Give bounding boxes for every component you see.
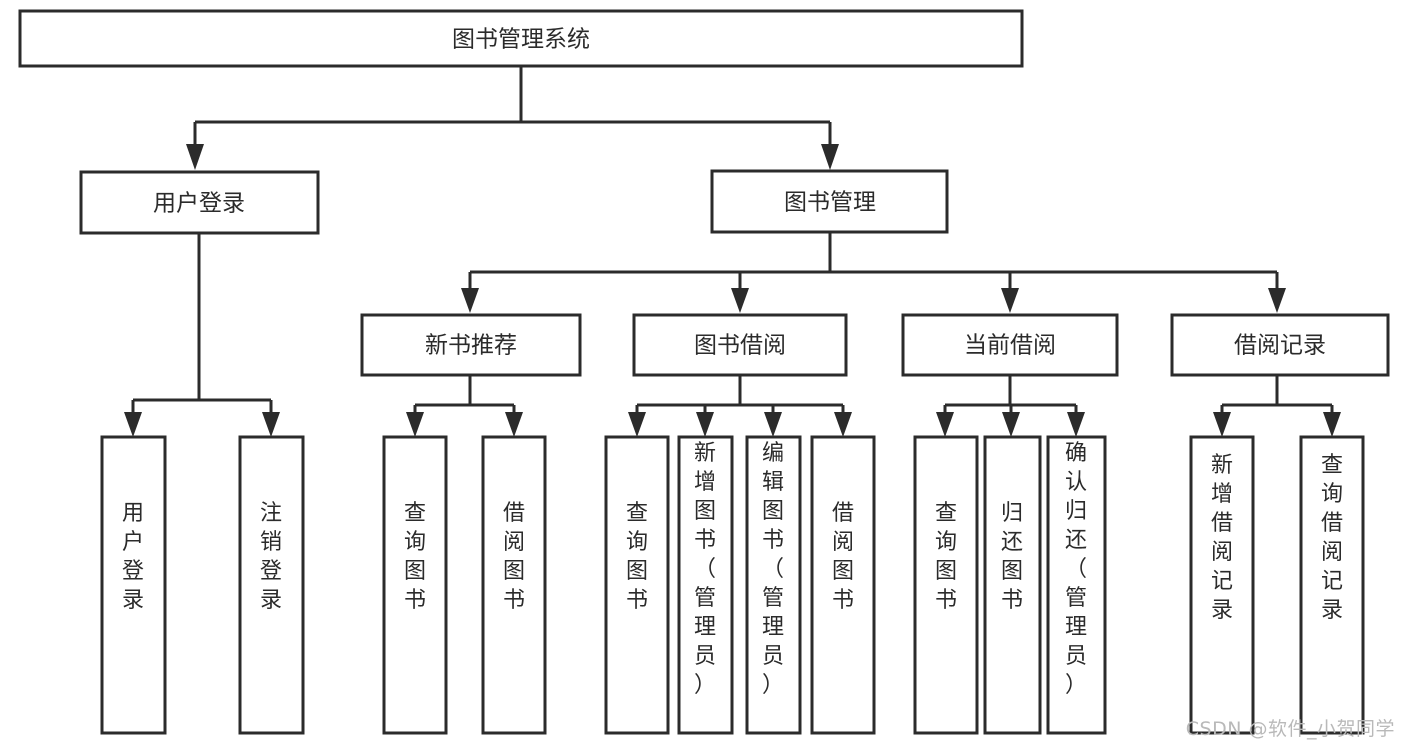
node-leaf-add-borrow-record-label: 新增借阅记录 [1211,453,1233,623]
node-leaf-add-book-admin[interactable]: 新增图书（管理员） [677,435,734,735]
node-leaf-edit-book-admin[interactable]: 编辑图书（管理员） [745,435,802,735]
node-root[interactable]: 图书管理系统 [18,9,1024,68]
arrow-to-leaf-borrow-book-1 [505,412,523,437]
node-leaf-confirm-return-admin[interactable]: 确认归还（管理员） [1046,435,1107,735]
connector-group-borrow-record [1213,375,1341,437]
connector-group-current-borrow [936,375,1085,437]
node-new-book-recommend[interactable]: 新书推荐 [360,313,582,377]
arrow-to-leaf-edit-book-admin [764,412,782,437]
arrow-to-borrow-record [1268,288,1286,313]
arrow-to-leaf-query-book-3 [936,412,954,437]
node-leaf-return-book[interactable]: 归还图书 [983,435,1042,735]
connector-group-book-borrow [628,375,852,437]
connector-group-book-management [461,232,1286,313]
node-leaf-query-book-2[interactable]: 查询图书 [604,435,670,735]
node-leaf-query-borrow-record[interactable]: 查询借阅记录 [1299,435,1365,735]
node-user-login[interactable]: 用户登录 [79,170,320,235]
node-leaf-query-borrow-record-label: 查询借阅记录 [1321,453,1343,623]
arrow-to-leaf-borrow-book-2 [834,412,852,437]
connector-group-new-book-recommend [406,375,523,437]
node-borrow-record[interactable]: 借阅记录 [1170,313,1390,377]
connector-group-user-login [124,233,280,437]
node-new-book-recommend-label: 新书推荐 [425,333,517,359]
node-leaf-query-book-2-label: 查询图书 [626,501,648,613]
connector-group-root [186,66,839,170]
arrow-to-leaf-add-borrow-record [1213,412,1231,437]
arrow-to-user-login [186,144,204,170]
arrow-to-leaf-query-borrow-record [1323,412,1341,437]
node-leaf-user-login[interactable]: 用户登录 [100,435,167,735]
arrow-to-leaf-add-book-admin [696,412,714,437]
node-leaf-query-book-3-label: 查询图书 [935,501,957,613]
node-leaf-borrow-book-2[interactable]: 借阅图书 [810,435,876,735]
node-leaf-query-book-1-label: 查询图书 [404,501,426,613]
arrow-to-leaf-user-login [124,412,142,437]
node-leaf-add-borrow-record[interactable]: 新增借阅记录 [1189,435,1255,735]
node-current-borrow-label: 当前借阅 [964,333,1056,359]
arrow-to-new-book-recommend [461,288,479,313]
node-leaf-return-book-label: 归还图书 [1001,501,1023,613]
node-book-borrow-label: 图书借阅 [694,333,786,359]
arrow-to-leaf-return-book [1002,412,1020,437]
node-user-login-label: 用户登录 [153,191,245,217]
node-leaf-borrow-book-1-label: 借阅图书 [503,501,525,613]
node-leaf-query-book-3[interactable]: 查询图书 [913,435,979,735]
node-leaf-borrow-book-2-label: 借阅图书 [832,501,854,613]
node-current-borrow[interactable]: 当前借阅 [901,313,1119,377]
node-leaf-logout-login-label: 注销登录 [260,501,282,613]
node-leaf-borrow-book-1[interactable]: 借阅图书 [481,435,547,735]
arrow-to-leaf-query-book-2 [628,412,646,437]
node-leaf-user-login-label: 用户登录 [122,501,144,613]
node-leaf-logout-login[interactable]: 注销登录 [238,435,305,735]
node-book-management[interactable]: 图书管理 [710,169,949,234]
node-borrow-record-label: 借阅记录 [1234,333,1326,359]
node-book-management-label: 图书管理 [784,190,876,216]
csdn-watermark: CSDN @软件_小贺同学 [1185,718,1395,740]
node-leaf-add-book-admin-label: 新增图书（管理员） [694,441,716,698]
arrow-to-leaf-confirm-return-admin [1067,412,1085,437]
arrow-to-leaf-logout-login [262,412,280,437]
node-leaf-confirm-return-admin-label: 确认归还（管理员） [1065,441,1087,698]
node-leaf-edit-book-admin-label: 编辑图书（管理员） [762,441,784,698]
node-leaf-query-book-1[interactable]: 查询图书 [382,435,448,735]
arrow-to-current-borrow [1001,288,1019,313]
arrow-to-book-borrow [731,288,749,313]
arrow-to-book-management [821,144,839,170]
arrow-to-leaf-query-book-1 [406,412,424,437]
node-book-borrow[interactable]: 图书借阅 [632,313,848,377]
node-root-label: 图书管理系统 [452,27,590,53]
